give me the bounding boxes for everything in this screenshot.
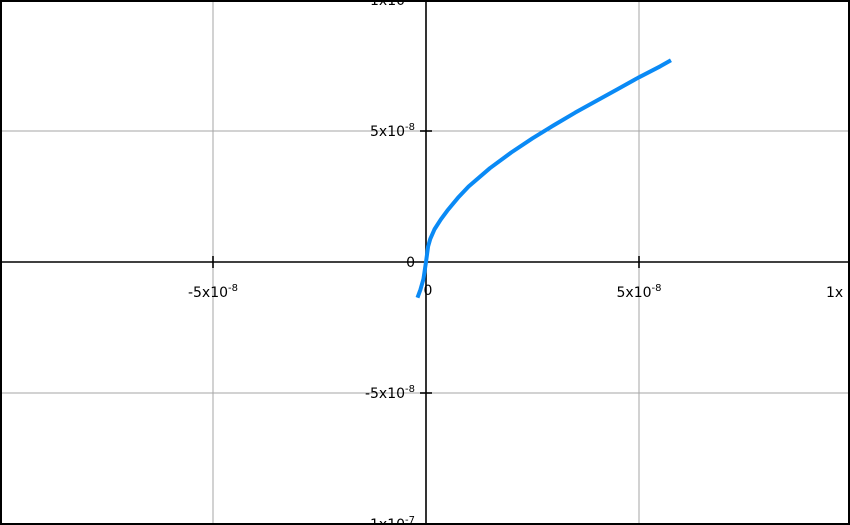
y-tick-label: -1x10-7 xyxy=(365,515,415,525)
y-tick-label: -5x10-8 xyxy=(365,384,415,402)
tick-labels: -5x10-805x10-81x1x10-75x10-80-5x10-8-1x1… xyxy=(188,0,843,525)
y-tick-label: 0 xyxy=(406,255,415,271)
y-tick-label: 5x10-8 xyxy=(370,122,415,140)
x-tick-label: -5x10-8 xyxy=(188,283,238,301)
series-group xyxy=(415,58,672,299)
series-line xyxy=(415,58,672,299)
x-tick-label: 1x xyxy=(826,285,843,301)
x-tick-label: 0 xyxy=(424,283,433,299)
x-tick-label: 5x10-8 xyxy=(617,283,662,301)
